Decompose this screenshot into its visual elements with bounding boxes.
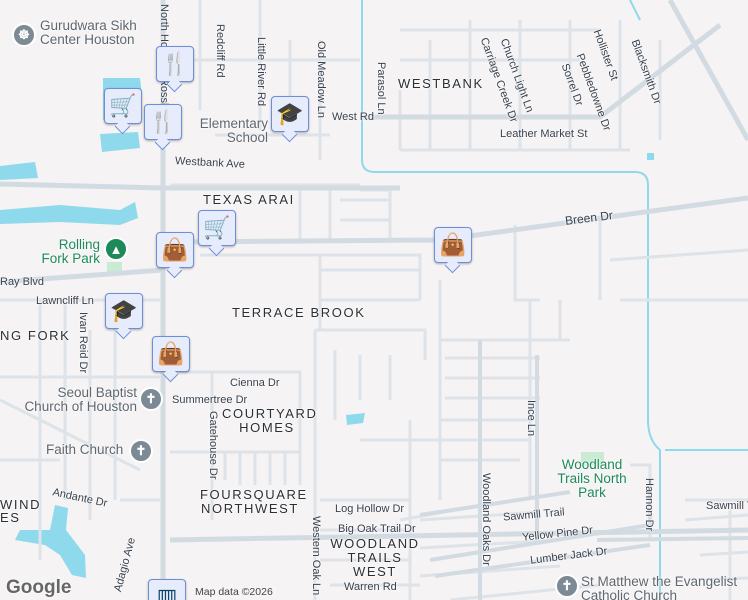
church-icon[interactable]: ✝ — [129, 439, 153, 463]
marker-school[interactable]: 🎓 — [271, 96, 309, 132]
neighborhood-foursquare-northwest: FOURSQUARE NORTHWEST — [200, 487, 308, 516]
church-icon[interactable]: ✝ — [555, 574, 579, 598]
street-little-river: Little River Rd — [255, 37, 267, 107]
shopping-bag-icon: 👜 — [439, 232, 467, 257]
street-parasol: Parasol Ln — [375, 62, 387, 115]
marker-school[interactable]: 🎓 — [105, 293, 143, 329]
street-lawncliff: Lawncliff Ln — [36, 295, 94, 307]
shopping-bag-icon: 👜 — [161, 237, 189, 262]
restaurant-icon: 🍴 — [161, 51, 189, 76]
school-icon: 🎓 — [110, 298, 138, 323]
street-big-oak: Big Oak Trail Dr — [338, 523, 416, 535]
place-st-matthew[interactable]: St Matthew the Evangelist Catholic Churc… — [581, 574, 738, 600]
marker-shopping-bag[interactable]: 👜 — [156, 232, 194, 268]
shopping-bag-icon: 👜 — [157, 341, 185, 366]
neighborhood-woodland-trails-west: WOODLAND TRAILS WEST — [330, 536, 420, 579]
place-woodland-trails-park[interactable]: Woodland Trails North Park — [557, 457, 627, 500]
canals — [361, 0, 748, 600]
place-gurudwara[interactable]: Gurudwara Sikh Center Houston — [40, 18, 137, 47]
place-seoul-baptist[interactable]: Seoul Baptist Church of Houston — [24, 385, 137, 414]
street-summertree: Summertree Dr — [172, 394, 248, 406]
marker-restaurant[interactable]: 🍴 — [144, 104, 182, 140]
neighborhood-westbank: WESTBANK — [398, 76, 484, 91]
marker-shopping-bag[interactable]: ▥ — [148, 579, 186, 600]
neighborhood-es: ES — [0, 510, 21, 525]
place-of-worship-icon[interactable]: ☸ — [12, 23, 36, 47]
neighborhood-texas-arai: TEXAS ARAI — [203, 192, 295, 207]
street-cienna: Cienna Dr — [230, 377, 280, 389]
street-woodland-oaks: Woodland Oaks Dr — [480, 473, 492, 566]
street-ray-blvd: Ray Blvd — [0, 276, 45, 288]
google-logo: Google — [6, 577, 72, 598]
street-western-oak: Western Oak Ln — [310, 516, 322, 596]
park-tree-icon[interactable]: ▲ — [104, 237, 128, 261]
place-rolling-fork-park[interactable]: Rolling Fork Park — [41, 237, 100, 266]
shopping-bag-icon: ▥ — [156, 584, 178, 600]
school-icon: 🎓 — [276, 101, 304, 126]
street-leather-market: Leather Market St — [500, 128, 588, 140]
neighborhood-rolling-fork: NG FORK — [0, 328, 71, 343]
map-attribution[interactable]: Map data ©2026 — [192, 586, 276, 598]
church-icon[interactable]: ✝ — [139, 387, 163, 411]
marker-shopping-cart[interactable]: 🛒 — [198, 210, 236, 246]
marker-shopping-cart[interactable]: 🛒 — [104, 88, 142, 124]
neighborhood-terrace-brook: TERRACE BROOK — [232, 305, 366, 320]
marker-shopping-bag[interactable]: 👜 — [434, 227, 472, 263]
marker-restaurant[interactable]: 🍴 — [156, 46, 194, 82]
neighborhood-courtyard-homes: COURTYARD HOMES — [222, 406, 318, 435]
restaurant-icon: 🍴 — [149, 109, 177, 134]
street-warren: Warren Rd — [344, 581, 397, 593]
street-redcliff: Redcliff Rd — [214, 24, 226, 78]
neighborhood-wind: WIND — [0, 497, 42, 512]
street-old-meadow: Old Meadow Ln — [315, 41, 327, 119]
marker-shopping-bag[interactable]: 👜 — [152, 336, 190, 372]
street-ince: Ince Ln — [525, 400, 537, 437]
street-ivan-reid: Ivan Reid Dr — [77, 312, 89, 374]
place-faith-church[interactable]: Faith Church — [46, 442, 124, 457]
street-hannon: Hannon Dr — [643, 478, 655, 532]
street-log-hollow: Log Hollow Dr — [335, 503, 405, 515]
street-sawmill-east: Sawmill T — [706, 500, 748, 512]
street-west-rd: West Rd — [332, 111, 374, 123]
shopping-cart-icon: 🛒 — [203, 215, 231, 240]
street-gatehouse: Gatehouse Dr — [207, 411, 219, 480]
shopping-cart-icon: 🛒 — [109, 93, 137, 118]
place-elementary-school[interactable]: Elementary School — [199, 116, 268, 145]
